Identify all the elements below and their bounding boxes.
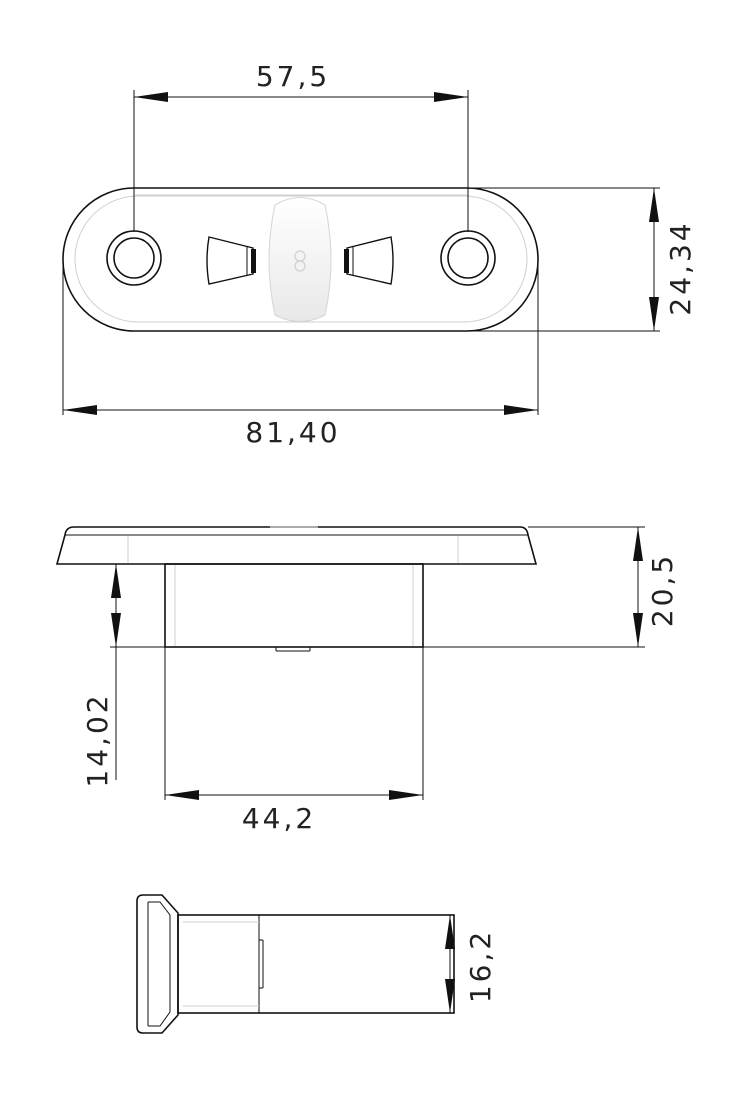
dimension-body-depth: 14,02 (81, 563, 165, 788)
mounting-hole-right (440, 230, 496, 286)
dimension-hole-spacing: 57,5 (133, 60, 469, 232)
end-flange-outline (136, 894, 179, 1034)
center-lens (268, 197, 332, 322)
side-view: 20,5 14,02 44,2 (55, 526, 679, 835)
overall-height-label: 24,34 (664, 220, 697, 315)
total-depth-label: 20,5 (646, 553, 679, 627)
mounting-hole-left (106, 230, 162, 286)
dimension-overall-length: 81,40 (62, 260, 539, 449)
dimension-total-depth: 20,5 (423, 526, 679, 648)
overall-length-label: 81,40 (245, 416, 340, 449)
body-width-label: 44,2 (242, 802, 316, 835)
flange-outline (55, 526, 538, 565)
top-view: 57,5 81,40 24,34 (62, 60, 697, 449)
dimension-body-width: 44,2 (164, 647, 424, 835)
end-view: 16,2 (136, 894, 497, 1034)
hole-spacing-label: 57,5 (256, 60, 330, 93)
housing-outline (62, 187, 539, 332)
led-reflector-left (206, 236, 256, 285)
lens-symbol-icon (294, 250, 306, 272)
body-height-label: 16,2 (464, 929, 497, 1003)
led-reflector-right (344, 236, 394, 285)
body-depth-label: 14,02 (81, 692, 114, 787)
dimension-overall-height: 24,34 (470, 187, 697, 332)
dimension-body-height: 16,2 (445, 915, 497, 1013)
end-body-outline (177, 914, 455, 1014)
body-outline (164, 563, 424, 648)
